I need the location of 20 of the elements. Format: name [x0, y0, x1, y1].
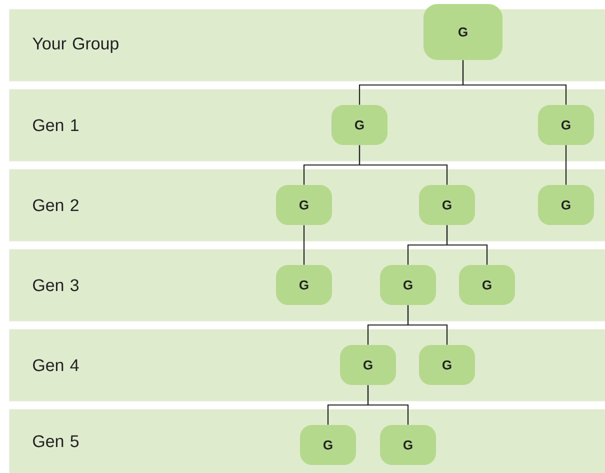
group-box: G — [538, 185, 594, 225]
group-box: G — [276, 265, 332, 305]
connector-line — [565, 145, 567, 185]
group-box: G — [424, 4, 502, 60]
group-box: G — [538, 105, 594, 145]
connector-line — [462, 60, 567, 105]
group-box: G — [340, 345, 396, 385]
group-box: G — [380, 425, 436, 465]
group-box: G — [419, 185, 475, 225]
group-box: G — [300, 425, 356, 465]
connector-line — [303, 225, 305, 265]
connector-line — [407, 305, 448, 345]
group-box: G — [276, 185, 332, 225]
group-box: G — [380, 265, 436, 305]
connector-line — [358, 145, 448, 185]
group-box: G — [459, 265, 515, 305]
connector-line — [367, 385, 409, 425]
group-box: G — [332, 105, 388, 145]
connector-line — [446, 225, 488, 265]
group-box: G — [419, 345, 475, 385]
